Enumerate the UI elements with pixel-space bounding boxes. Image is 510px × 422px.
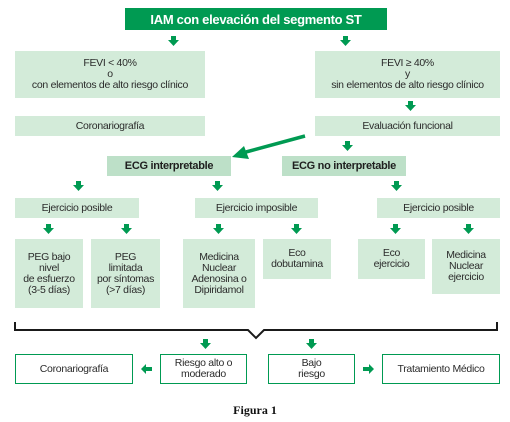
coronariografia-box: Coronariografía	[15, 116, 205, 136]
eco-dobutamina-line1: Eco	[288, 247, 306, 259]
eco-dobutamina-box: Eco dobutamina	[263, 239, 331, 279]
arrow-down-icon	[390, 224, 401, 234]
ejercicio-posible-right-box: Ejercicio posible	[377, 198, 500, 218]
coronariografia-text: Coronariografía	[75, 119, 145, 132]
peg-esfuerzo-box: PEG bajo nivel de esfuerzo (3-5 días)	[15, 239, 83, 308]
arrow-down-icon	[168, 36, 179, 46]
arrow-left-icon	[141, 364, 152, 374]
arrow-down-icon	[200, 339, 211, 349]
fevi-high-box: FEVI ≥ 40% y sin elementos de alto riesg…	[315, 51, 500, 98]
medicina-adenosina-box: Medicina Nuclear Adenosina o Dipiridamol	[183, 239, 255, 308]
diagonal-arrowhead	[232, 146, 249, 159]
ejercicio-posible-right-text: Ejercicio posible	[403, 201, 474, 214]
arrow-down-icon	[405, 101, 416, 111]
arrow-down-icon	[342, 141, 353, 151]
fevi-low-line1: FEVI < 40%	[83, 57, 137, 69]
outcome-coronariografia-text: Coronariografía	[39, 362, 109, 375]
ecg-interpretable-box: ECG interpretable	[107, 156, 231, 176]
outcome-riesgo-alto-line1: Riesgo alto o	[174, 357, 233, 369]
fevi-high-line3: sin elementos de alto riesgo clínico	[331, 79, 484, 91]
outcome-coronariografia-box: Coronariografía	[15, 354, 133, 384]
ecg-interpretable-text: ECG interpretable	[124, 159, 214, 172]
arrow-down-icon	[73, 181, 84, 191]
peg-esfuerzo-line4: (3-5 días)	[28, 283, 70, 296]
outcome-riesgo-alto-line2: moderado	[181, 368, 226, 380]
outcome-bajo-riesgo-box: Bajo riesgo	[268, 354, 355, 384]
peg-esfuerzo-line2: nivel	[38, 261, 60, 274]
arrow-down-icon	[463, 224, 474, 234]
eco-ejercicio-box: Eco ejercicio	[358, 239, 425, 279]
fevi-low-line2: o	[107, 68, 113, 80]
peg-limitada-line3: por síntomas	[96, 272, 155, 285]
peg-esfuerzo-line3: de esfuerzo	[23, 272, 75, 285]
medicina-ejercicio-box: Medicina Nuclear ejercicio	[432, 239, 500, 294]
grouping-brace	[14, 322, 498, 340]
ejercicio-posible-left-box: Ejercicio posible	[15, 198, 139, 218]
ejercicio-imposible-text: Ejercicio imposible	[215, 201, 298, 214]
outcome-tratamiento-box: Tratamiento Médico	[382, 354, 500, 384]
figure-caption: Figura 1	[233, 403, 277, 417]
medicina-ejercicio-line3: ejercicio	[448, 271, 484, 283]
arrow-down-icon	[43, 224, 54, 234]
title-text: IAM con elevación del segmento ST	[150, 11, 362, 27]
fevi-low-line3: con elementos de alto riesgo clínico	[31, 79, 189, 91]
outcome-bajo-riesgo-line2: riesgo	[298, 368, 325, 380]
evaluacion-funcional-box: Evaluación funcional	[315, 116, 500, 136]
ejercicio-posible-left-text: Ejercicio posible	[41, 201, 113, 214]
arrow-down-icon	[306, 339, 317, 349]
peg-limitada-box: PEG limitada por síntomas (>7 días)	[91, 239, 160, 308]
peg-esfuerzo-line1: PEG bajo	[27, 250, 71, 263]
ecg-no-interpretable-box: ECG no interpretable	[282, 156, 406, 176]
eco-ejercicio-line2: ejercicio	[373, 258, 410, 270]
arrow-down-icon	[212, 181, 223, 191]
medicina-adenosina-line2: Nuclear	[201, 261, 237, 274]
arrow-down-icon	[391, 181, 402, 191]
eco-ejercicio-line1: Eco	[382, 247, 401, 259]
fevi-low-box: FEVI < 40% o con elementos de alto riesg…	[15, 51, 205, 98]
arrow-down-icon	[213, 224, 224, 234]
fevi-high-line1: FEVI ≥ 40%	[381, 57, 434, 69]
fevi-high-line2: y	[405, 68, 410, 80]
medicina-ejercicio-line2: Nuclear	[448, 260, 484, 272]
ejercicio-imposible-box: Ejercicio imposible	[195, 198, 318, 218]
peg-limitada-line4: (>7 días)	[105, 283, 146, 296]
outcome-tratamiento-text: Tratamiento Médico	[397, 362, 485, 375]
medicina-adenosina-line3: Adenosina o	[191, 272, 247, 285]
arrow-down-icon	[340, 36, 351, 46]
medicina-ejercicio-line1: Medicina	[446, 249, 486, 261]
arrow-down-icon	[121, 224, 132, 234]
medicina-adenosina-line4: Dipiridamol	[194, 283, 244, 296]
eco-dobutamina-line2: dobutamina	[271, 258, 323, 270]
arrow-right-icon	[363, 364, 374, 374]
evaluacion-funcional-text: Evaluación funcional	[362, 119, 453, 132]
ecg-no-interpretable-text: ECG no interpretable	[291, 159, 397, 172]
arrow-down-icon	[291, 224, 302, 234]
peg-limitada-line2: limitada	[108, 261, 143, 274]
title-box: IAM con elevación del segmento ST	[125, 8, 387, 30]
peg-limitada-line1: PEG	[114, 250, 137, 263]
medicina-adenosina-line1: Medicina	[199, 250, 239, 263]
diagonal-arrow	[245, 134, 306, 154]
outcome-bajo-riesgo-line1: Bajo	[301, 357, 322, 369]
outcome-riesgo-alto-box: Riesgo alto o moderado	[160, 354, 247, 384]
